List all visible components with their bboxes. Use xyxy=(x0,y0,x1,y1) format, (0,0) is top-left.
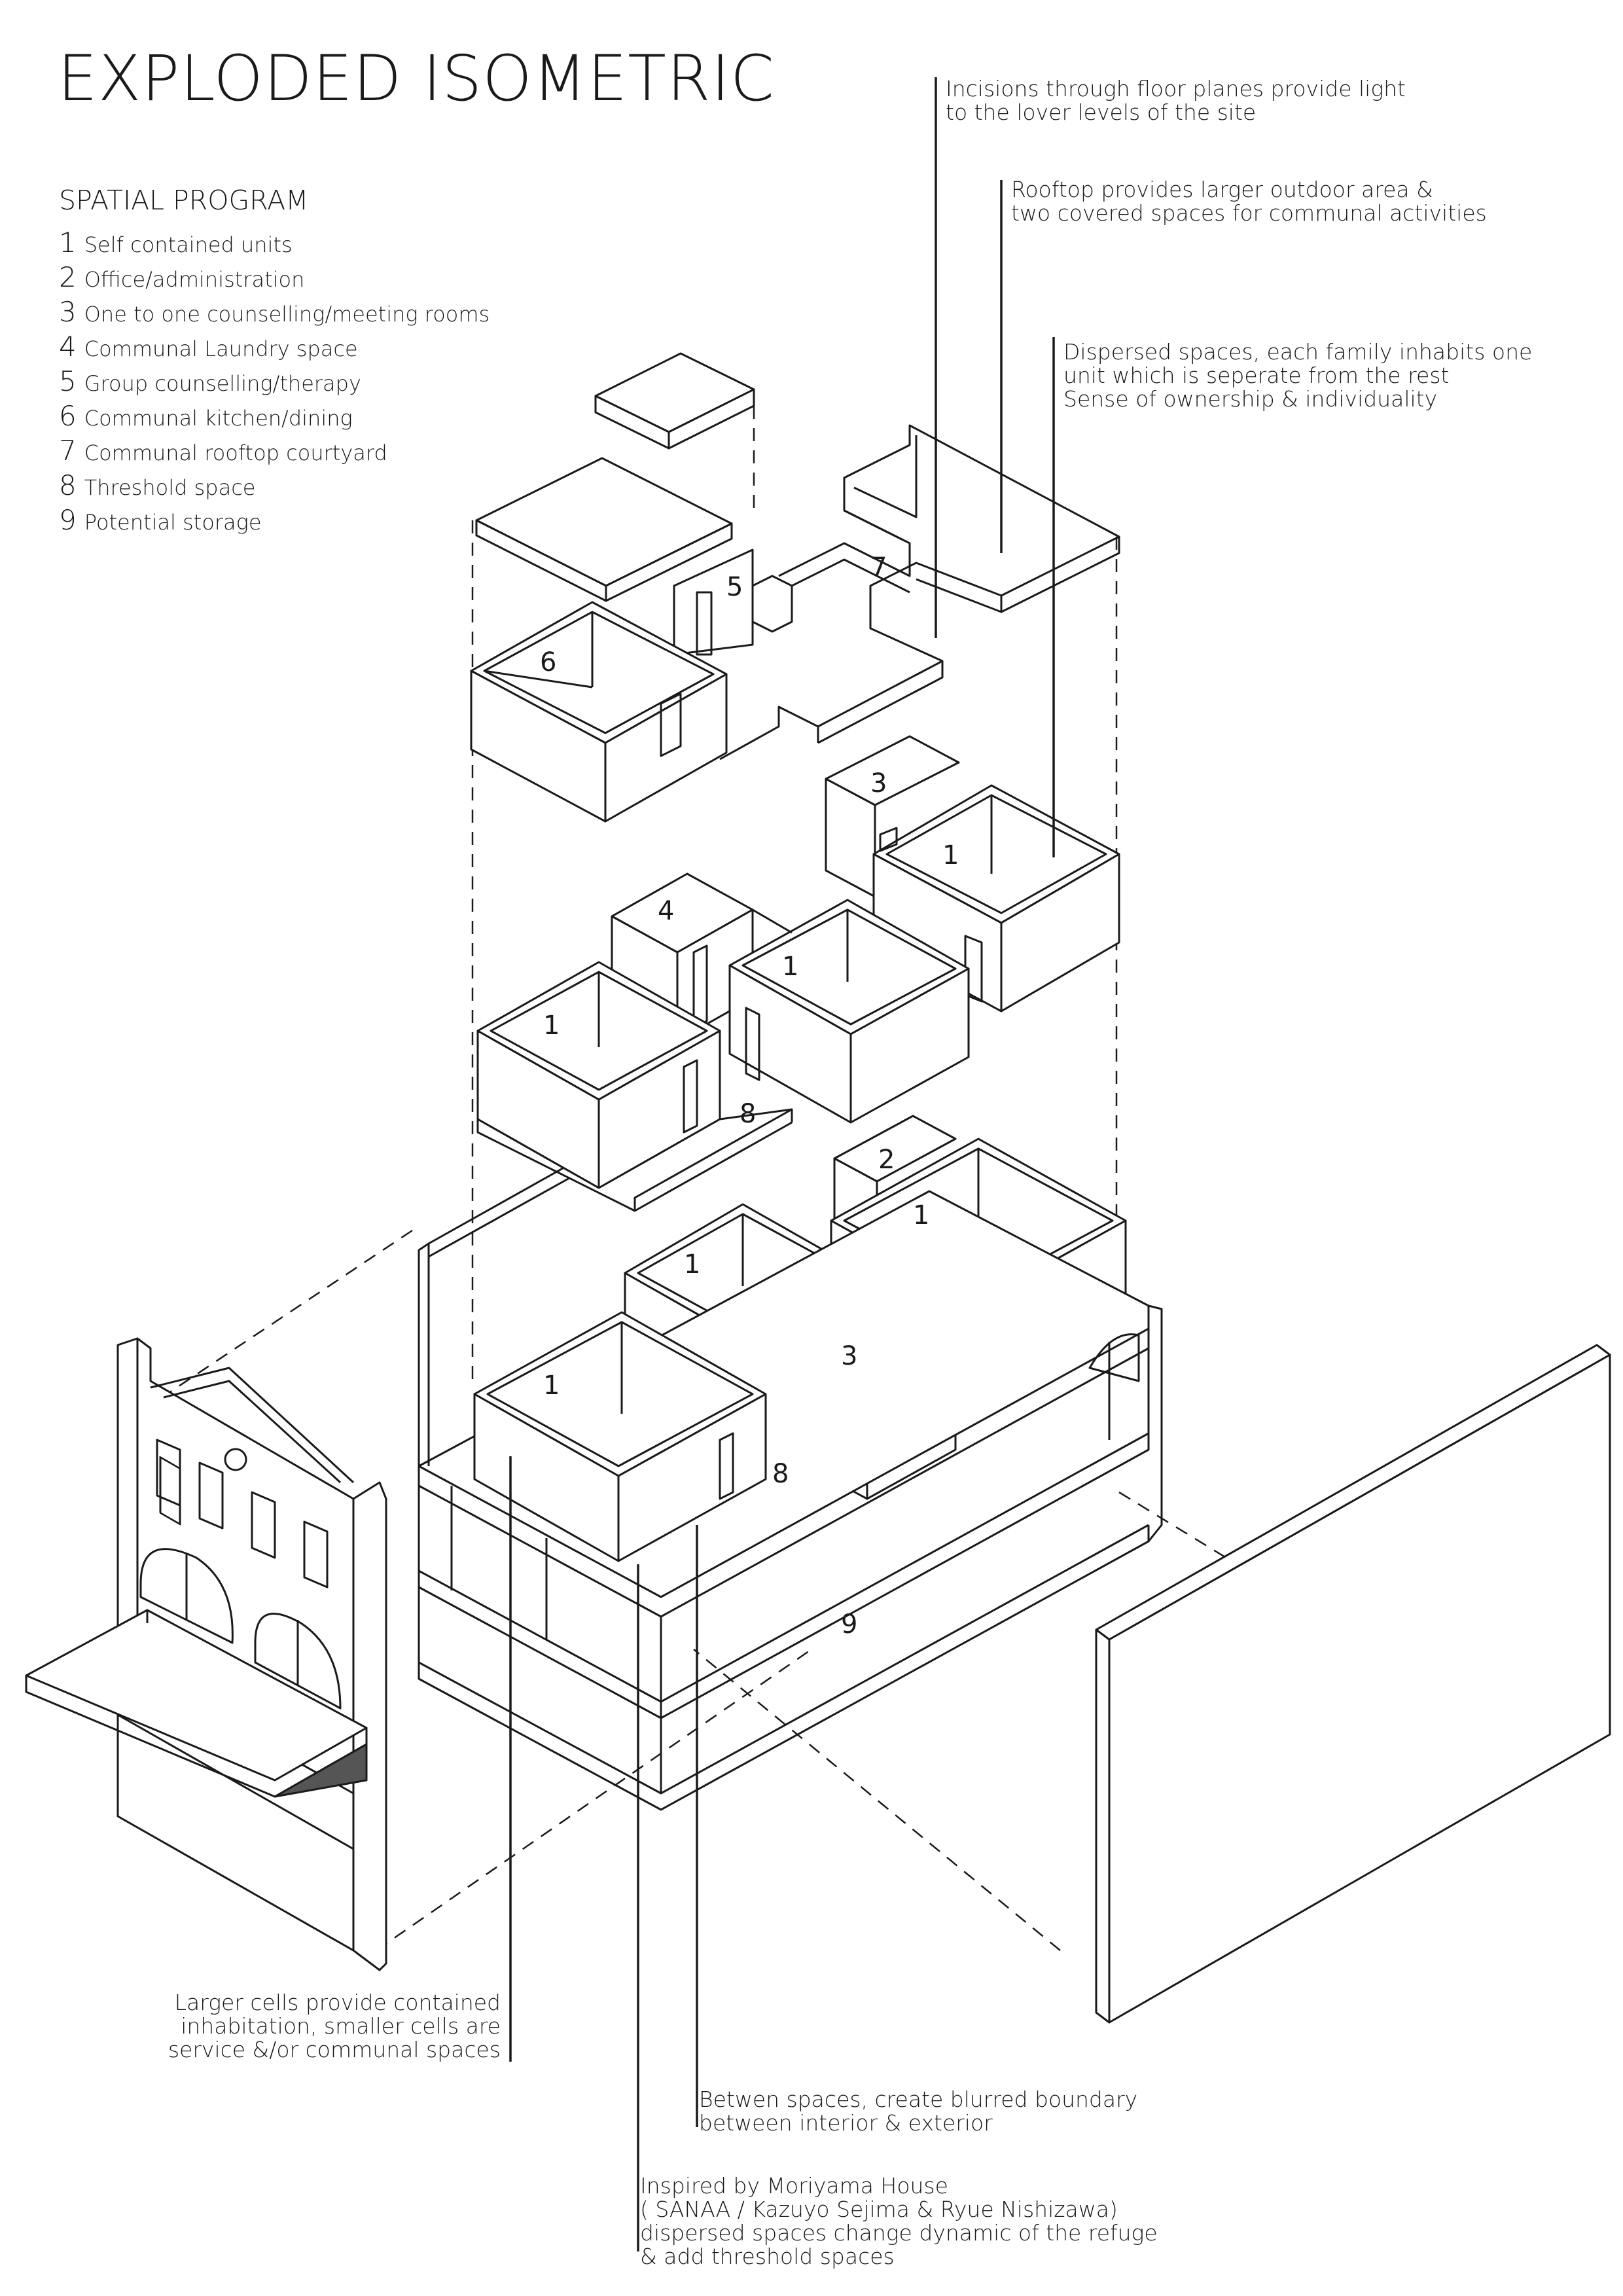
heritage-facade xyxy=(25,1337,387,1971)
program-item-label: Office/administration xyxy=(84,267,305,292)
label-roof-7: 7 xyxy=(870,552,887,583)
program-item-label: Communal kitchen/dining xyxy=(84,406,353,431)
program-list: 1 Self contained units 2 Office/administra… xyxy=(59,225,490,537)
program-item-number: 9 xyxy=(59,504,77,536)
program-item-number: 6 xyxy=(59,400,77,432)
annotation-line: dispersed spaces change dynamic of the r… xyxy=(640,2220,1158,2246)
program-item: 2 Office/administration xyxy=(59,260,490,295)
label-roof-5: 5 xyxy=(726,572,743,602)
roof-level xyxy=(470,424,1120,823)
label-ground-1-right: 1 xyxy=(913,1200,929,1230)
label-ground-3: 3 xyxy=(841,1341,857,1371)
annotation-line: between interior & exterior xyxy=(699,2110,993,2136)
boundary-wall xyxy=(1095,1344,1611,2024)
label-ground-8: 8 xyxy=(772,1459,789,1489)
diagram-number-labels: 5 6 7 3 1 4 1 1 8 2 1 1 3 1 8 9 xyxy=(540,552,959,1640)
annotation-line: to the lover levels of the site xyxy=(946,99,1257,125)
annotation-line: service &/or communal spaces xyxy=(168,2037,501,2062)
annotation-line: Betwen spaces, create blurred boundary xyxy=(699,2087,1138,2112)
program-item: 9 Potential storage xyxy=(59,503,490,537)
label-ground-2: 2 xyxy=(878,1145,895,1175)
program-item: 7 Communal rooftop courtyard xyxy=(59,433,490,468)
upper-level xyxy=(476,735,1120,1212)
annotation-leaders xyxy=(509,77,1055,2251)
label-upper-1-left: 1 xyxy=(543,1011,560,1041)
program-item-number: 8 xyxy=(59,469,77,501)
program-item: 4 Communal Laundry space xyxy=(59,329,490,364)
program-item-number: 7 xyxy=(59,435,77,467)
annotation-line: & add threshold spaces xyxy=(640,2244,895,2269)
annotation-dispersed: Dispersed spaces, each family inhabits o… xyxy=(1063,340,1532,411)
program-item-number: 3 xyxy=(59,296,77,328)
annotation-between: Betwen spaces, create blurred boundary b… xyxy=(699,2088,1137,2135)
program-item-number: 2 xyxy=(59,261,77,293)
program-item-label: Threshold space xyxy=(84,475,256,500)
program-heading: SPATIAL PROGRAM xyxy=(59,185,309,216)
label-roof-6: 6 xyxy=(540,647,556,677)
program-item: 8 Threshold space xyxy=(59,468,490,503)
label-ground-1-left: 1 xyxy=(543,1371,560,1401)
program-item-label: Group counselling/therapy xyxy=(84,371,361,396)
annotation-line: Dispersed spaces, each family inhabits o… xyxy=(1063,339,1533,365)
program-item-label: Self contained units xyxy=(84,232,293,257)
annotation-line: unit which is seperate from the rest xyxy=(1063,363,1450,388)
annotation-line: two covered spaces for communal activiti… xyxy=(1011,200,1487,226)
annotation-line: Inspired by Moriyama House xyxy=(640,2173,948,2198)
annotation-line: Incisions through floor planes provide l… xyxy=(946,76,1406,101)
ground-level xyxy=(418,1115,1163,1811)
label-upper-4: 4 xyxy=(658,896,674,926)
program-item-label: One to one counselling/meeting rooms xyxy=(84,302,490,327)
program-item-label: Communal rooftop courtyard xyxy=(84,440,387,465)
annotation-line: inhabitation, smaller cells are xyxy=(181,2013,501,2039)
program-item-label: Potential storage xyxy=(84,510,262,535)
annotation-moriyama: Inspired by Moriyama House ( SANAA / Kaz… xyxy=(640,2174,1158,2269)
label-upper-8: 8 xyxy=(740,1099,756,1129)
program-item-label: Communal Laundry space xyxy=(84,336,358,361)
program-item-number: 5 xyxy=(59,365,77,397)
program-item: 1 Self contained units xyxy=(59,225,490,260)
label-upper-1-mid: 1 xyxy=(782,952,798,982)
program-item-number: 4 xyxy=(59,331,77,363)
program-item-number: 1 xyxy=(59,226,77,259)
annotation-line: Rooftop provides larger outdoor area & xyxy=(1011,177,1433,202)
label-ground-1-mid: 1 xyxy=(684,1249,700,1280)
program-item: 6 Communal kitchen/dining xyxy=(59,399,490,433)
annotation-larger-cells: Larger cells provide contained inhabitat… xyxy=(168,1991,501,2062)
label-upper-3: 3 xyxy=(870,768,887,798)
annotation-incisions: Incisions through floor planes provide l… xyxy=(946,77,1406,124)
page-title: EXPLODED ISOMETRIC xyxy=(58,42,775,115)
annotation-line: Larger cells provide contained xyxy=(174,1990,501,2015)
label-upper-1-right: 1 xyxy=(942,840,959,870)
annotation-line: ( SANAA / Kazuyo Sejima & Ryue Nishizawa… xyxy=(640,2197,1118,2222)
annotation-line: Sense of ownership & individuality xyxy=(1063,386,1438,412)
program-item: 5 Group counselling/therapy xyxy=(59,364,490,399)
program-item: 3 One to one counselling/meeting rooms xyxy=(59,295,490,329)
annotation-rooftop: Rooftop provides larger outdoor area & t… xyxy=(1011,178,1487,225)
label-ground-9: 9 xyxy=(841,1609,857,1640)
floating-roof-panel xyxy=(594,352,755,450)
alignment-dashed-lines xyxy=(166,406,1238,1952)
